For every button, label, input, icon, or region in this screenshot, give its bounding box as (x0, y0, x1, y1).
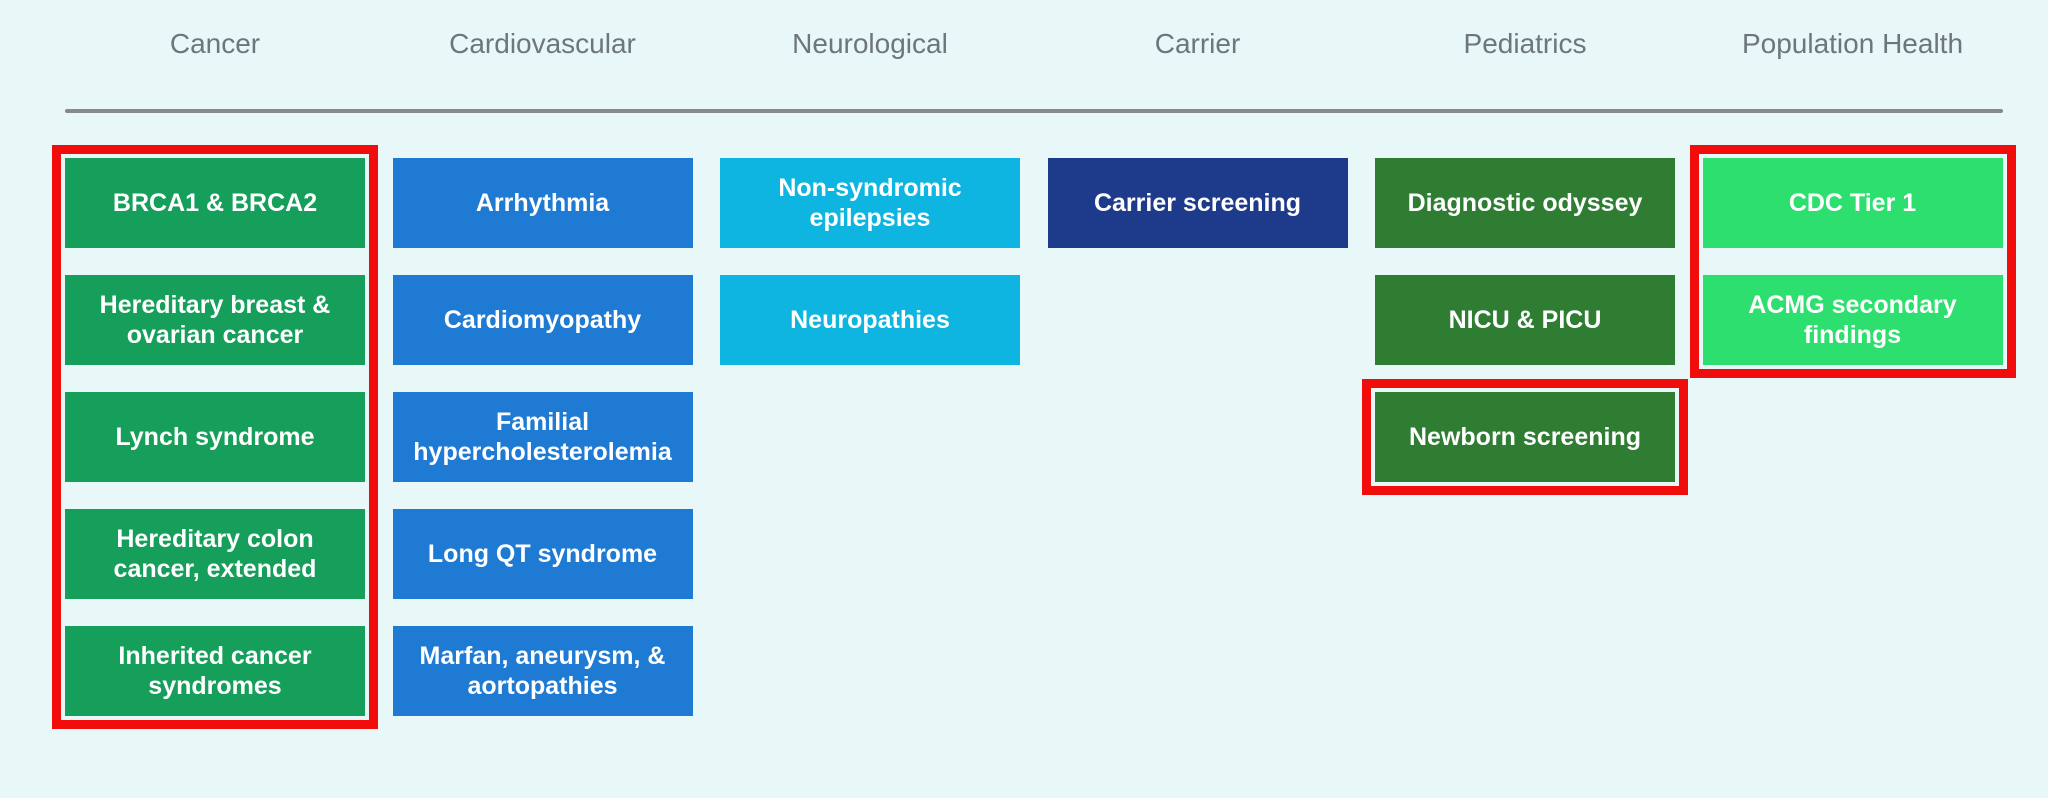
cell-inherited-cancer-syndromes: Inherited cancer syndromes (65, 626, 365, 716)
columns-board: BRCA1 & BRCA2 Hereditary breast & ovaria… (52, 145, 2016, 729)
column-pediatrics: Diagnostic odyssey NICU & PICU Newborn s… (1362, 158, 1688, 495)
cell-arrhythmia: Arrhythmia (392, 158, 693, 248)
population-health-red-outline-group: CDC Tier 1 ACMG secondary findings (1689, 145, 2016, 378)
cell-hereditary-colon-cancer-extended: Hereditary colon cancer, extended (65, 509, 365, 599)
cell-neuropathies: Neuropathies (720, 275, 1020, 365)
column-cardiovascular: Arrhythmia Cardiomyopathy Familial hyper… (392, 158, 693, 716)
category-header-row: Cancer Cardiovascular Neurological Carri… (65, 28, 2003, 60)
cell-marfan-aneurysm-aortopathies: Marfan, aneurysm, & aortopathies (392, 626, 693, 716)
column-cancer: BRCA1 & BRCA2 Hereditary breast & ovaria… (52, 145, 378, 729)
cell-nicu-picu: NICU & PICU (1375, 275, 1675, 365)
column-carrier: Carrier screening (1047, 158, 1348, 248)
column-header-carrier: Carrier (1154, 28, 1241, 59)
cell-newborn-screening: Newborn screening (1375, 392, 1675, 482)
column-population-health: CDC Tier 1 ACMG secondary findings (1689, 145, 2016, 378)
cell-cardiomyopathy: Cardiomyopathy (392, 275, 693, 365)
cell-cdc-tier-1: CDC Tier 1 (1702, 158, 2003, 248)
column-neurological: Non-syndromic epilepsies Neuropathies (720, 158, 1020, 365)
cell-hereditary-breast-ovarian-cancer: Hereditary breast & ovarian cancer (65, 275, 365, 365)
cell-long-qt-syndrome: Long QT syndrome (392, 509, 693, 599)
cell-familial-hypercholesterolemia: Familial hypercholesterolemia (392, 392, 693, 482)
cancer-red-outline-group: BRCA1 & BRCA2 Hereditary breast & ovaria… (52, 145, 378, 729)
header-divider-line (65, 109, 2003, 113)
cell-acmg-secondary-findings: ACMG secondary findings (1702, 275, 2003, 365)
cell-diagnostic-odyssey: Diagnostic odyssey (1375, 158, 1675, 248)
newborn-screening-red-outline-group: Newborn screening (1362, 379, 1688, 495)
column-header-neurological: Neurological (792, 28, 948, 59)
cell-carrier-screening: Carrier screening (1047, 158, 1348, 248)
column-header-population-health: Population Health (1741, 28, 1964, 59)
column-header-cancer: Cancer (169, 28, 261, 59)
column-header-pediatrics: Pediatrics (1463, 28, 1587, 59)
column-header-cardiovascular: Cardiovascular (449, 28, 636, 59)
cell-non-syndromic-epilepsies: Non-syndromic epilepsies (720, 158, 1020, 248)
cell-brca1-brca2: BRCA1 & BRCA2 (65, 158, 365, 248)
cell-lynch-syndrome: Lynch syndrome (65, 392, 365, 482)
